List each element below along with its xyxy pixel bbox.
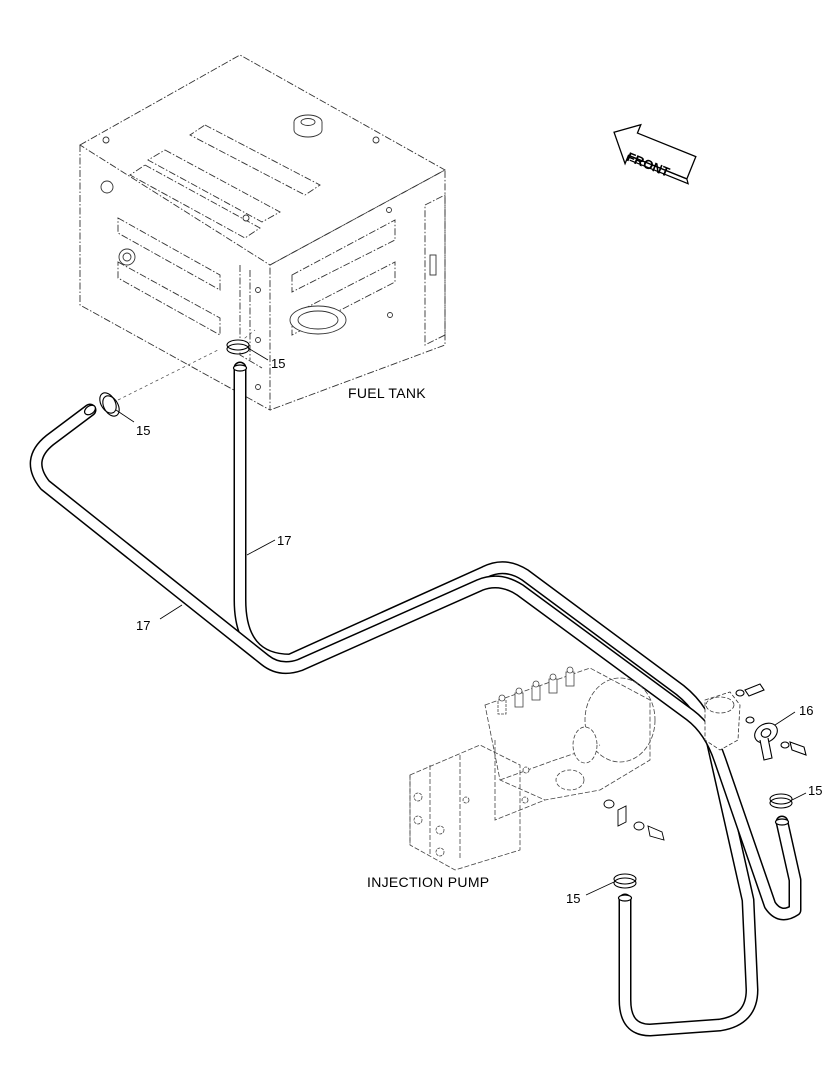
callout-16-banjo: 16 xyxy=(799,703,814,718)
injection-pump-label: INJECTION PUMP xyxy=(367,874,490,890)
callout-15-right: 15 xyxy=(808,783,823,798)
callout-17-hose-left: 17 xyxy=(136,618,151,633)
fuel-tank-fittings xyxy=(100,114,437,390)
injection-pump-details xyxy=(413,666,598,857)
clamp-15-pump xyxy=(613,873,637,889)
filter-head xyxy=(704,691,741,751)
leader-lines xyxy=(115,347,807,896)
fuel-tank-label: FUEL TANK xyxy=(348,385,426,401)
front-arrow xyxy=(613,123,697,185)
fuel-tank xyxy=(79,54,446,411)
guide-lines xyxy=(117,329,256,401)
pump-fittings xyxy=(603,799,665,841)
banjo-fitting-16 xyxy=(735,683,807,761)
clamp-15-tank-left xyxy=(99,392,120,417)
hoses xyxy=(29,361,802,1037)
injection-pump xyxy=(409,667,656,871)
callout-15-tank-top: 15 xyxy=(271,356,286,371)
callout-17-hose-vertical: 17 xyxy=(277,533,292,548)
hose-17-left xyxy=(29,403,802,921)
clamp-15-tank-top xyxy=(226,339,250,355)
callout-15-tank-left: 15 xyxy=(136,423,151,438)
clamp-15-right xyxy=(769,793,793,809)
callout-15-pump: 15 xyxy=(566,891,581,906)
